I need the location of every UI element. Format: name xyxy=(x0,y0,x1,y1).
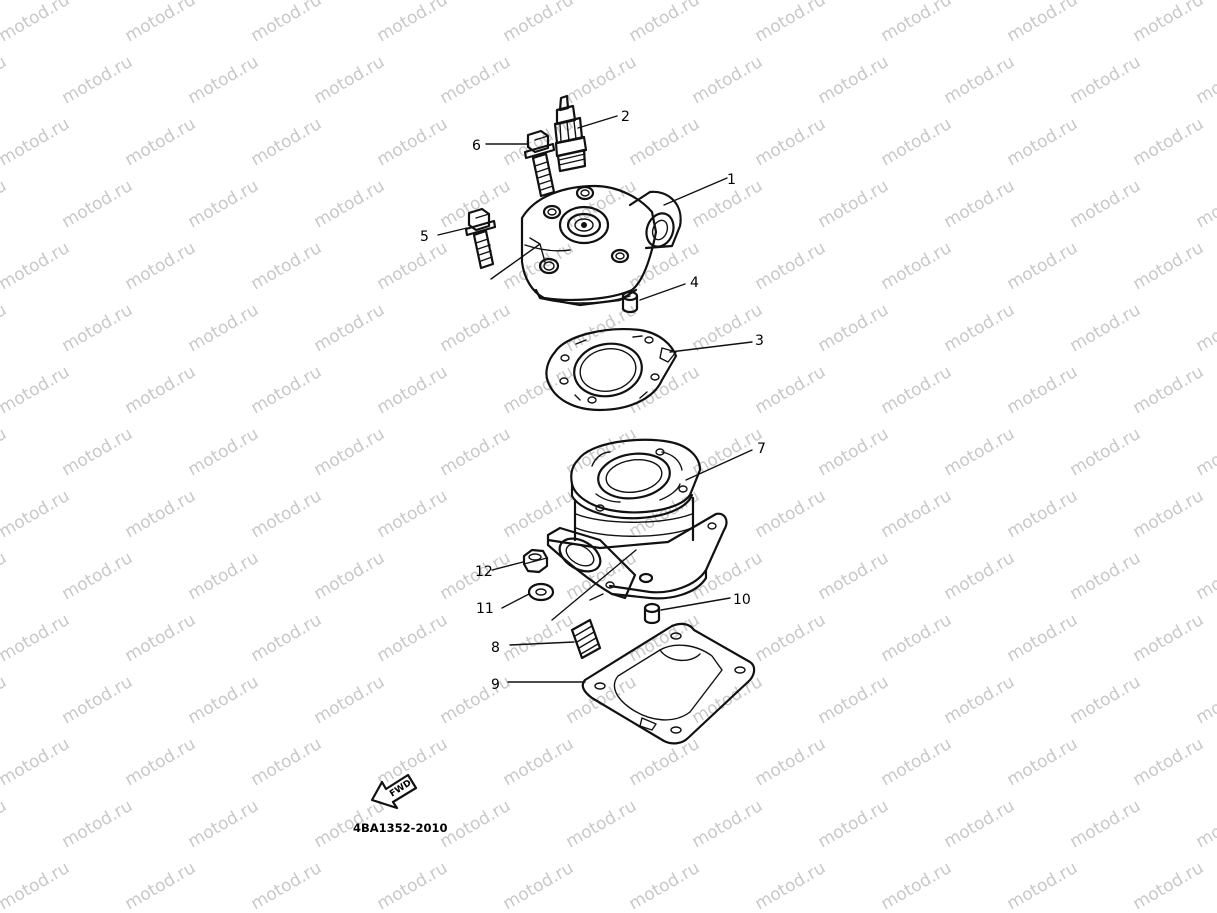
callout-9: 9 xyxy=(491,677,500,693)
dowel-pin-upper xyxy=(621,290,639,314)
callout-8: 8 xyxy=(491,640,500,656)
callout-6: 6 xyxy=(472,138,481,154)
stud-bolt xyxy=(570,618,602,660)
fwd-arrow-icon: FWD xyxy=(370,773,418,810)
callout-7: 7 xyxy=(757,441,766,457)
washer xyxy=(527,582,555,602)
callout-2: 2 xyxy=(621,109,630,125)
callout-11: 11 xyxy=(476,601,494,617)
bolt-short xyxy=(464,207,497,270)
callout-1: 1 xyxy=(727,172,736,188)
callout-3: 3 xyxy=(755,333,764,349)
callout-labels: 2 6 1 5 4 3 7 12 11 10 8 9 xyxy=(420,109,766,693)
callout-10: 10 xyxy=(733,592,751,608)
cylinder-head xyxy=(520,184,682,307)
dowel-pin-lower xyxy=(643,602,661,625)
cylinder-head-gasket xyxy=(545,328,678,412)
spark-plug xyxy=(553,94,588,173)
callout-4: 4 xyxy=(690,275,699,291)
nut xyxy=(522,548,549,574)
drawing-code: 4BA1352-2010 xyxy=(353,821,447,835)
callout-5: 5 xyxy=(420,229,429,245)
cylinder xyxy=(546,438,728,600)
cylinder-base-gasket xyxy=(581,622,756,745)
callout-12: 12 xyxy=(475,564,493,580)
leader-lines xyxy=(437,115,753,683)
bolt-long xyxy=(523,129,556,198)
